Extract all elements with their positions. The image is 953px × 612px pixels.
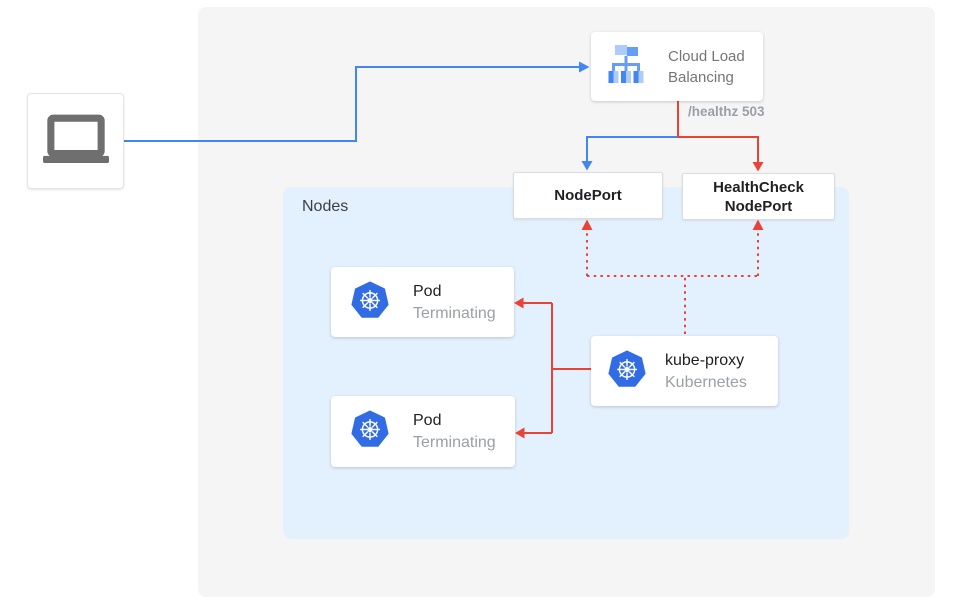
- pod-status: Terminating: [413, 434, 496, 451]
- pod-node-2: Pod Terminating: [331, 396, 515, 467]
- cloud-load-balancing-label: Cloud Load Balancing: [668, 47, 745, 86]
- clb-to-nodeport-arrow: [581, 136, 677, 171]
- clb-to-healthcheck-arrow: [678, 136, 764, 172]
- pod-title: Pod: [413, 412, 442, 429]
- pod-title: Pod: [413, 282, 442, 300]
- healthcheck-nodeport-label: HealthCheck NodePort: [713, 178, 804, 215]
- pod-node-1: Pod Terminating: [331, 267, 514, 337]
- nodeport-label: NodePort: [554, 187, 622, 204]
- client-to-clb-arrow: [122, 61, 590, 142]
- kube-proxy-subtitle: Kubernetes: [665, 373, 747, 391]
- kubeproxy-to-pods-arrows: [514, 297, 591, 439]
- kubeproxy-to-ports-dotted-arrows: [581, 219, 764, 334]
- pod-status: Terminating: [413, 304, 496, 322]
- cloud-load-balancing-node: Cloud Load Balancing: [591, 32, 763, 101]
- kube-proxy-title: kube-proxy: [665, 351, 745, 369]
- healthz-annotation: /healthz 503: [688, 104, 765, 119]
- kubernetes-icon: [608, 349, 646, 393]
- cloud-load-balancing-icon: [604, 44, 648, 89]
- healthcheck-nodeport-node: HealthCheck NodePort: [682, 173, 835, 220]
- client-node: [27, 93, 124, 189]
- kubernetes-icon: [351, 410, 389, 453]
- kube-proxy-node: kube-proxy Kubernetes: [591, 336, 778, 406]
- nodeport-node: NodePort: [513, 172, 663, 219]
- nodes-group-label: Nodes: [302, 198, 349, 215]
- kubernetes-icon: [351, 280, 389, 324]
- laptop-icon: [42, 114, 109, 169]
